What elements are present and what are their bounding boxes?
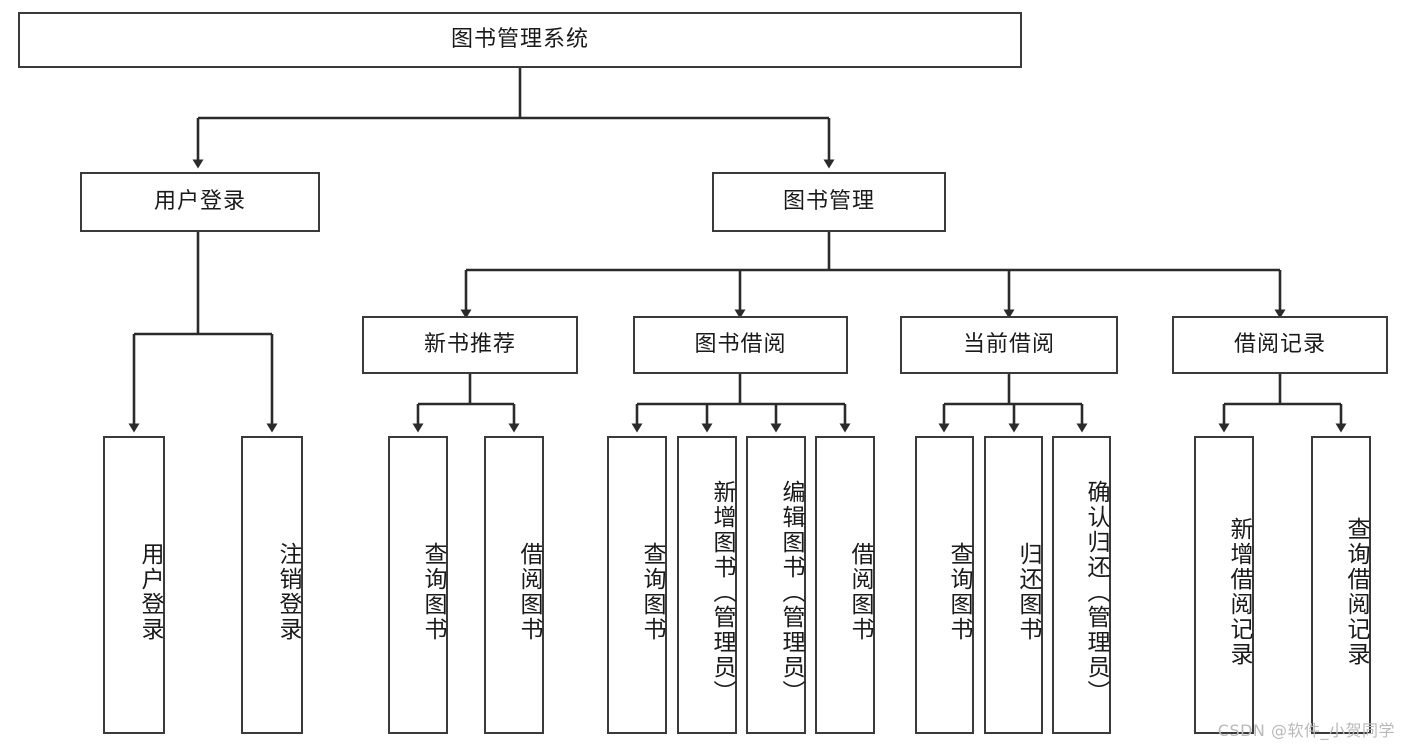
node-user-login[interactable]: 用户登录 — [80, 172, 320, 232]
leaf-add-record[interactable]: 新增借阅记录 — [1194, 436, 1254, 734]
leaf-return-book[interactable]: 归还图书 — [984, 436, 1043, 734]
node-book-borrow[interactable]: 图书借阅 — [633, 316, 848, 374]
leaf-add-book[interactable]: 新增图书（管理员） — [677, 436, 737, 734]
leaf-user-login-label: 用户登录 — [137, 542, 163, 642]
leaf-query-book-1-label: 查询图书 — [420, 542, 446, 642]
leaf-add-record-label: 新增借阅记录 — [1226, 517, 1252, 667]
leaf-borrow-book-2[interactable]: 借阅图书 — [815, 436, 875, 734]
leaf-return-book-label: 归还图书 — [1015, 542, 1041, 642]
leaf-query-book-3-label: 查询图书 — [946, 542, 972, 642]
leaf-query-book-2[interactable]: 查询图书 — [607, 436, 667, 734]
leaf-query-book-1[interactable]: 查询图书 — [388, 436, 448, 734]
node-new-book-recommend-label: 新书推荐 — [423, 332, 516, 358]
node-book-manage-label: 图书管理 — [782, 189, 875, 215]
node-book-borrow-label: 图书借阅 — [694, 332, 787, 358]
node-root[interactable]: 图书管理系统 — [18, 12, 1022, 68]
node-new-book-recommend[interactable]: 新书推荐 — [362, 316, 578, 374]
leaf-logout-label: 注销登录 — [275, 542, 301, 642]
leaf-edit-book-label: 编辑图书（管理员） — [778, 479, 804, 705]
node-current-borrow-label: 当前借阅 — [962, 332, 1055, 358]
leaf-borrow-book-1-label: 借阅图书 — [516, 542, 542, 642]
leaf-borrow-book-1[interactable]: 借阅图书 — [484, 436, 544, 734]
leaf-user-login[interactable]: 用户登录 — [103, 436, 165, 734]
leaf-query-record-label: 查询借阅记录 — [1343, 517, 1369, 667]
leaf-logout[interactable]: 注销登录 — [241, 436, 303, 734]
node-current-borrow[interactable]: 当前借阅 — [900, 316, 1118, 374]
node-borrow-record-label: 借阅记录 — [1233, 332, 1326, 358]
leaf-query-book-2-label: 查询图书 — [639, 542, 665, 642]
node-book-manage[interactable]: 图书管理 — [712, 172, 946, 232]
leaf-confirm-return-label: 确认归还（管理员） — [1083, 479, 1109, 705]
leaf-query-record[interactable]: 查询借阅记录 — [1311, 436, 1371, 734]
leaf-borrow-book-2-label: 借阅图书 — [847, 542, 873, 642]
leaf-edit-book[interactable]: 编辑图书（管理员） — [746, 436, 806, 734]
node-root-label: 图书管理系统 — [450, 27, 589, 53]
node-borrow-record[interactable]: 借阅记录 — [1172, 316, 1388, 374]
leaf-query-book-3[interactable]: 查询图书 — [915, 436, 974, 734]
leaf-confirm-return[interactable]: 确认归还（管理员） — [1052, 436, 1111, 734]
leaf-add-book-label: 新增图书（管理员） — [709, 479, 735, 705]
node-user-login-label: 用户登录 — [153, 189, 246, 215]
